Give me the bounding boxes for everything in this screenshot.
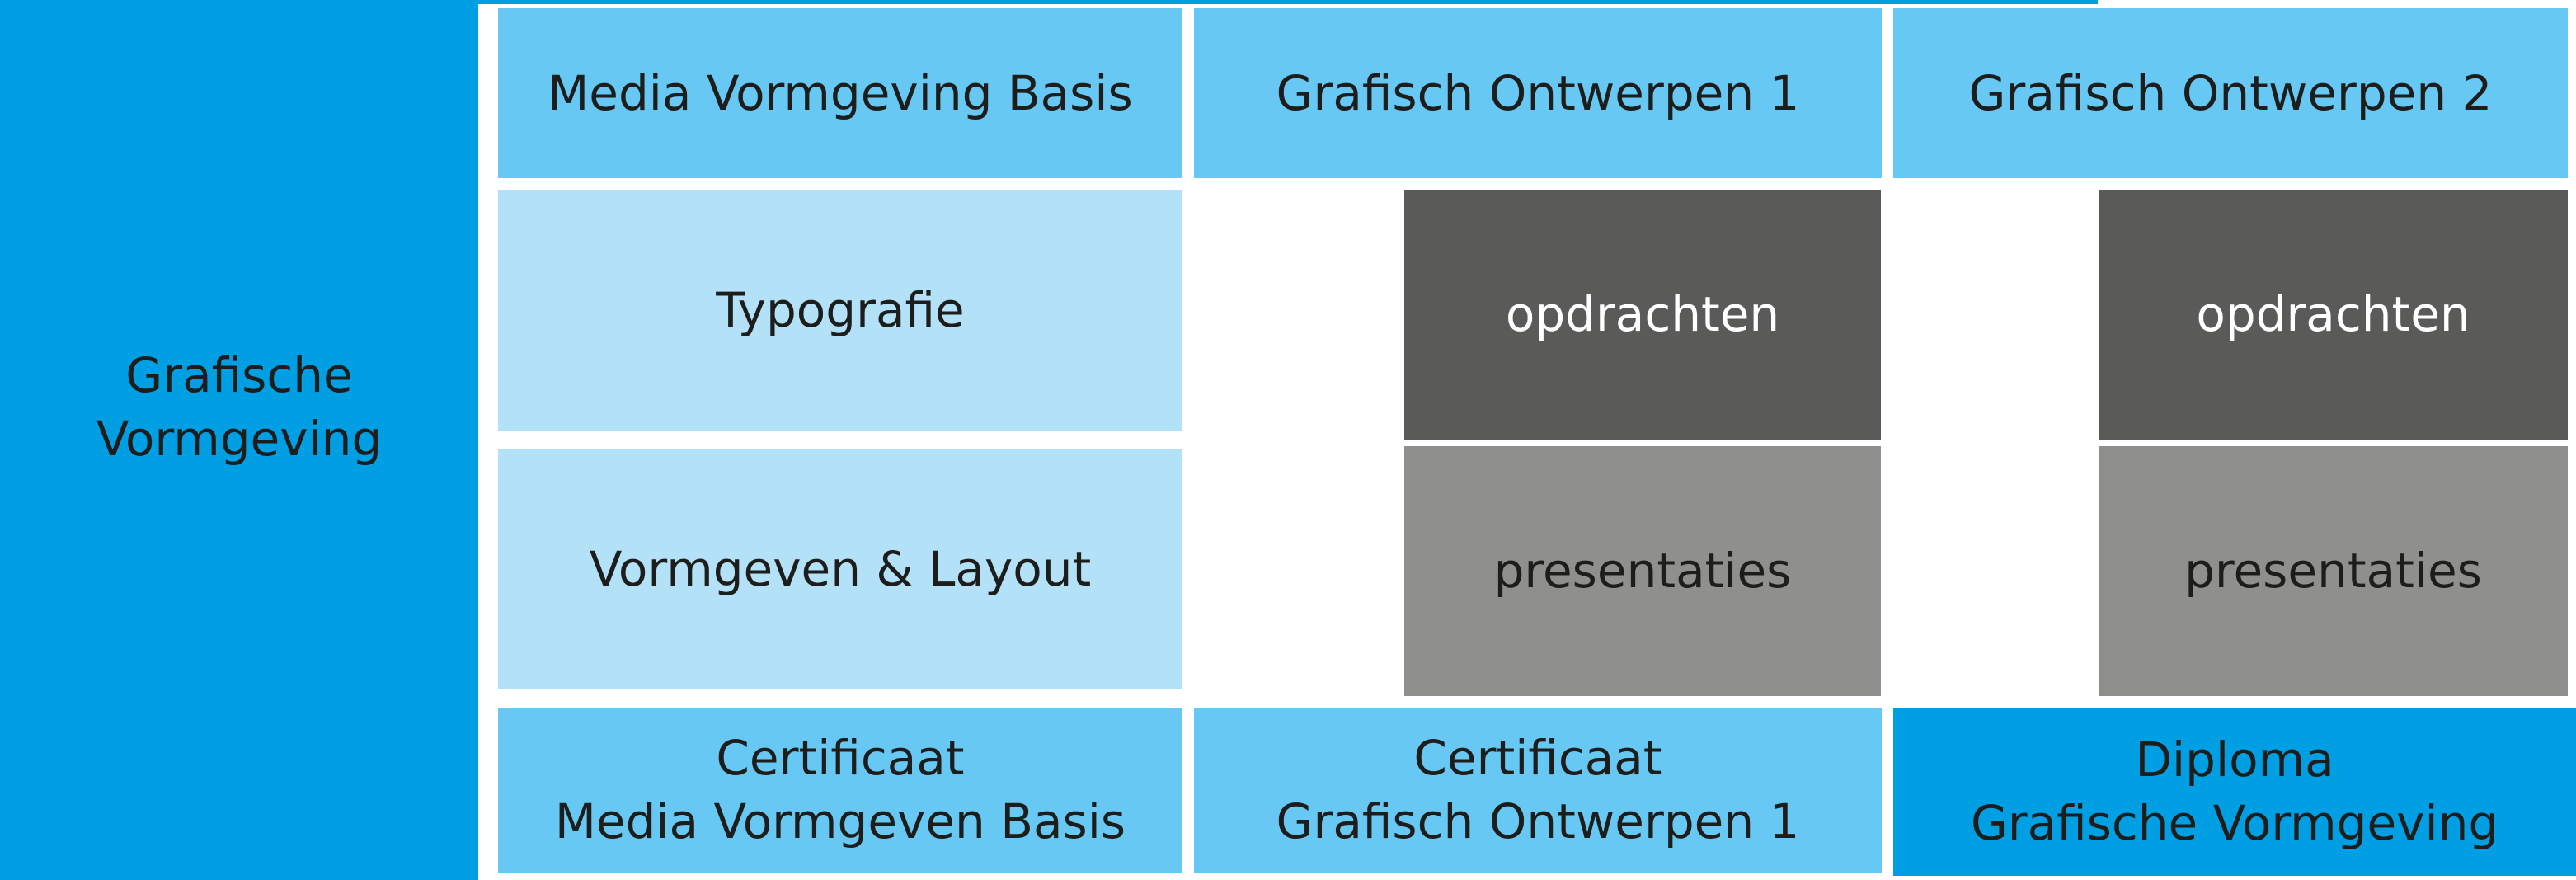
header-label-3: Grafisch Ontwerpen 2 <box>1968 64 2493 121</box>
program-title-line1: Grafische <box>125 346 353 403</box>
presentaties-label-col2: presentaties <box>1493 543 1792 600</box>
header-grafisch-ontwerpen-1: Grafisch Ontwerpen 1 <box>1194 8 1882 178</box>
opdrachten-label-col3: opdrachten <box>2196 286 2470 343</box>
header-media-vormgeving-basis: Media Vormgeving Basis <box>498 8 1182 178</box>
certificaat-1-line1: Certificaat <box>716 730 965 787</box>
certificaat-1-line2: Media Vormgeven Basis <box>554 793 1126 849</box>
opdrachten-block-col2: opdrachten <box>1404 190 1881 440</box>
program-title-line2: Vormgeving <box>96 410 383 467</box>
certificaat-grafisch-ontwerpen-1: Certificaat Grafisch Ontwerpen 1 <box>1194 708 1882 873</box>
opdrachten-label-col2: opdrachten <box>1505 286 1780 343</box>
header-label-2: Grafisch Ontwerpen 1 <box>1276 64 1800 121</box>
certificaat-2-line1: Certificaat <box>1413 730 1662 787</box>
certificaat-2-line2: Grafisch Ontwerpen 1 <box>1276 793 1800 849</box>
presentaties-block-col2: presentaties <box>1404 446 1881 696</box>
diploma-line1: Diploma <box>2135 732 2334 788</box>
module-typografie: Typografie <box>498 190 1182 431</box>
opdrachten-block-col3: opdrachten <box>2099 190 2568 440</box>
presentaties-block-col3: presentaties <box>2099 446 2568 696</box>
module-typografie-label: Typografie <box>716 281 965 338</box>
certificaat-media-vormgeven-basis: Certificaat Media Vormgeven Basis <box>498 708 1182 873</box>
header-label-1: Media Vormgeving Basis <box>548 64 1133 121</box>
header-grafisch-ontwerpen-2: Grafisch Ontwerpen 2 <box>1893 8 2568 178</box>
diploma-line2: Grafische Vormgeving <box>1970 795 2499 851</box>
module-vormgeven-layout: Vormgeven & Layout <box>498 449 1182 689</box>
bottom-border-strip <box>0 0 2098 4</box>
diploma-grafische-vormgeving: Diploma Grafische Vormgeving <box>1893 708 2576 876</box>
module-layout-label: Vormgeven & Layout <box>589 540 1092 597</box>
program-title-block: Grafische Vormgeving <box>0 0 478 880</box>
presentaties-label-col3: presentaties <box>2184 543 2482 600</box>
